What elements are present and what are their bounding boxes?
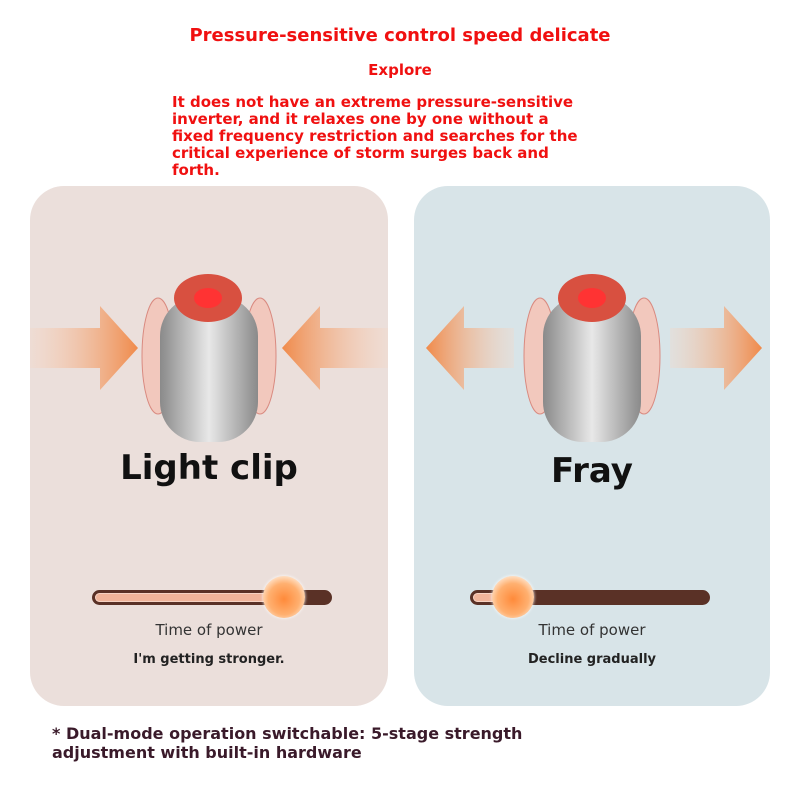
slider-knob[interactable]: [492, 576, 535, 618]
slider-knob[interactable]: [263, 576, 305, 618]
device-spread-illustration: [426, 274, 762, 442]
power-slider[interactable]: [470, 576, 710, 618]
footnote: * Dual-mode operation switchable: 5-stag…: [52, 724, 523, 762]
slider-fill: [95, 593, 283, 602]
arrow-right-icon: [670, 306, 762, 390]
subheadline: Explore: [368, 61, 432, 79]
headline: Pressure-sensitive control speed delicat…: [189, 25, 611, 46]
slider-label: Time of power: [155, 621, 263, 639]
mode-title: Light clip: [120, 448, 298, 488]
device-squeeze-illustration: [30, 274, 388, 442]
power-slider[interactable]: [92, 576, 332, 618]
description: It does not have an extreme pressure-sen…: [172, 93, 578, 179]
mode-panel-light-clip: Light clip Time of power I'm getting str…: [30, 186, 388, 706]
arrow-left-icon: [426, 306, 514, 390]
slider-caption: I'm getting stronger.: [133, 652, 285, 667]
slider-label: Time of power: [538, 621, 646, 639]
arrow-left-icon: [282, 306, 388, 390]
mode-title: Fray: [551, 451, 633, 491]
slider-caption: Decline gradually: [527, 652, 657, 667]
arrow-right-icon: [30, 306, 138, 390]
mode-panel-fray: Fray Time of power Decline gradually: [414, 186, 770, 706]
